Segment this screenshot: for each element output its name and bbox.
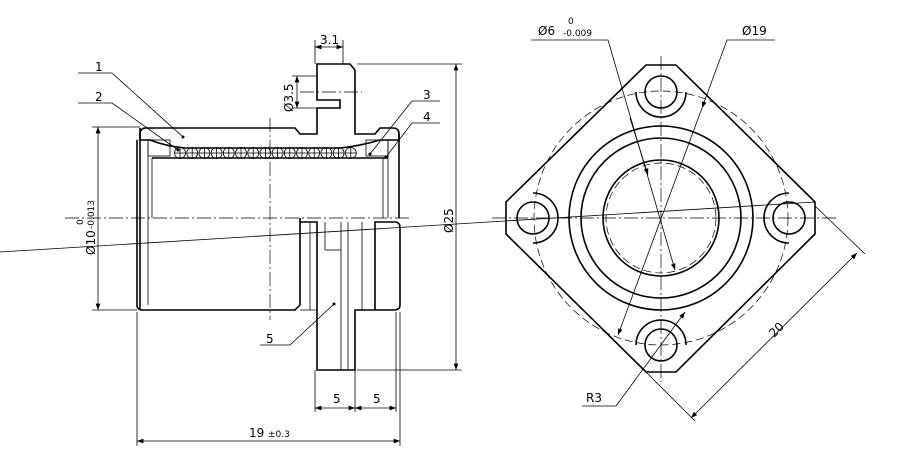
- ball-crosshair: [174, 147, 186, 159]
- balloon-leaders: [78, 72, 440, 346]
- dim-bore-tol-upper: 0: [76, 219, 86, 225]
- balloon-1: 1: [95, 60, 103, 74]
- ball-crosshair: [186, 147, 198, 159]
- dim-outer-dia: Ø25: [442, 208, 456, 233]
- housing-section: [139, 63, 400, 149]
- ball-crosshair: [272, 147, 284, 159]
- dim-square: 20: [766, 319, 787, 340]
- ball-crosshair: [345, 147, 357, 159]
- ball-crosshair: [223, 147, 235, 159]
- dim-pilot-tol-lower: -0.009: [563, 29, 592, 39]
- dim-bore-tol-lower: -0.013: [87, 200, 97, 229]
- ball-crosshair: [284, 147, 296, 159]
- dim-hole-dia: Ø3.5: [282, 83, 296, 112]
- dim-step-b: 5: [373, 392, 381, 406]
- flange-outline: [505, 64, 816, 373]
- dim-length: 19: [249, 426, 264, 440]
- ball-crosshair: [308, 147, 320, 159]
- ball-crosshair: [296, 147, 308, 159]
- dim-bolt-circle: Ø19: [742, 24, 767, 38]
- balloon-2: 2: [95, 90, 103, 104]
- dim-step-a: 5: [333, 392, 341, 406]
- ball-row: [174, 147, 357, 159]
- balloon-3: 3: [423, 88, 431, 102]
- dim-pilot-tol-upper: 0: [568, 17, 574, 27]
- balloon-5: 5: [266, 332, 274, 346]
- dim-length-tol: ±0.3: [268, 430, 290, 440]
- ball-crosshair: [259, 147, 271, 159]
- dim-flange-width: 3.1: [320, 33, 339, 47]
- ball-crosshair: [235, 147, 247, 159]
- ball-crosshair: [333, 147, 345, 159]
- dim-bore-dia: Ø10: [84, 230, 98, 255]
- dim-radius: R3: [586, 391, 602, 405]
- front-view: Ø6 0 -0.009 Ø19 R3 20: [0, 17, 866, 422]
- ball-crosshair: [247, 147, 259, 159]
- balloon-4: 4: [423, 110, 431, 124]
- dim-pilot-dia: Ø6: [538, 24, 555, 38]
- ball-crosshair: [320, 147, 332, 159]
- ball-crosshair: [211, 147, 223, 159]
- ball-crosshair: [198, 147, 210, 159]
- side-view: 1 2 3 4 5 3.1 Ø3.5 Ø25 Ø10 0 -0.013 5 5 …: [65, 33, 462, 446]
